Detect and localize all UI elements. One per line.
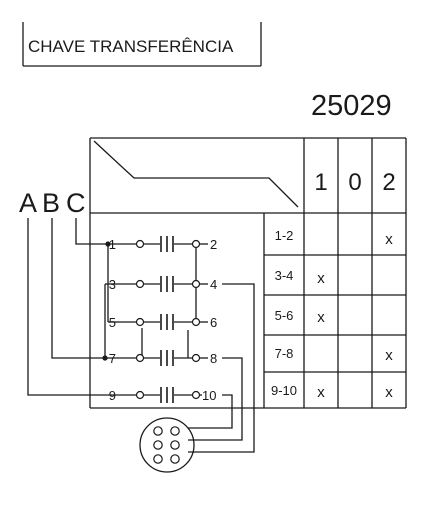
position-label-0: 0: [348, 169, 361, 196]
header-symbol: [89, 137, 406, 408]
output-wires: [188, 283, 255, 453]
mark-7-8-pos2: x: [385, 347, 393, 364]
title-text: CHAVE TRANSFERÊNCIA: [28, 37, 234, 56]
mark-3-4-pos1: x: [317, 270, 325, 287]
position-label-1: 1: [314, 169, 327, 196]
phase-label-b: B: [42, 188, 60, 218]
position-label-2: 2: [382, 169, 395, 196]
model-number: 25029: [311, 90, 392, 122]
mark-5-6-pos1: x: [317, 309, 325, 326]
connector-plug: [139, 417, 195, 473]
terminal-5: 5: [109, 315, 116, 330]
terminal-8: 8: [210, 351, 217, 366]
terminal-10: 10: [202, 388, 216, 403]
contact-table-grid: [90, 138, 407, 409]
contact-row-7-8: 7 8: [109, 350, 217, 366]
contact-row-1-2: 1 2: [109, 236, 217, 252]
contact-row-3-4: 3 4: [109, 276, 217, 292]
phase-label-a: A: [19, 188, 37, 218]
internal-jumpers: [102, 241, 197, 361]
pair-label-5-6: 5-6: [275, 308, 294, 323]
phase-label-c: C: [66, 188, 86, 218]
contact-row-9-10: 9 10: [109, 387, 216, 403]
pair-label-3-4: 3-4: [275, 268, 294, 283]
terminal-7: 7: [109, 351, 116, 366]
terminal-4: 4: [210, 277, 217, 292]
terminal-9: 9: [109, 388, 116, 403]
phase-wires: [27, 218, 119, 396]
terminal-2: 2: [210, 237, 217, 252]
title-box: CHAVE TRANSFERÊNCIA: [22, 22, 262, 67]
terminal-6: 6: [210, 315, 217, 330]
mark-1-2-pos2: x: [385, 231, 393, 248]
terminal-3: 3: [109, 277, 116, 292]
pair-label-1-2: 1-2: [275, 228, 294, 243]
mark-9-10-pos2: x: [385, 384, 393, 401]
terminal-1: 1: [109, 237, 116, 252]
contact-row-5-6: 5 6: [109, 314, 217, 330]
pair-label-9-10: 9-10: [271, 383, 297, 398]
mark-9-10-pos1: x: [317, 384, 325, 401]
pair-label-7-8: 7-8: [275, 346, 294, 361]
